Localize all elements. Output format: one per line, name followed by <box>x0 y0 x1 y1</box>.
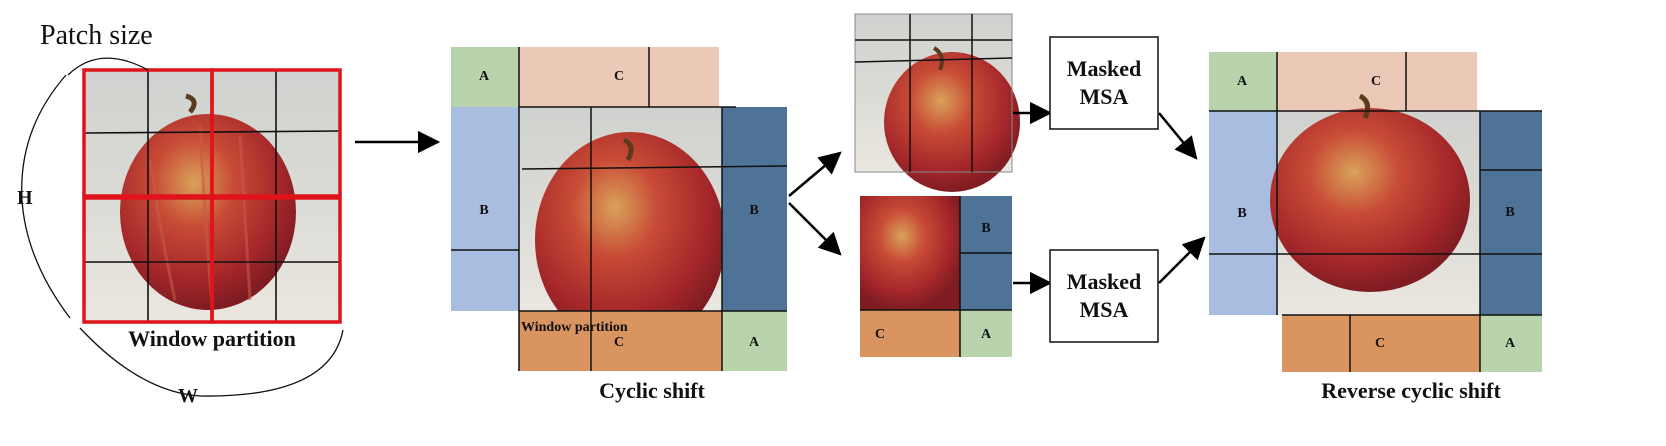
window-bottom-right <box>210 196 342 324</box>
rev-region-b-right <box>1480 111 1542 315</box>
rev-label-a-top: A <box>1237 74 1248 89</box>
patch-size-label: Patch size <box>40 20 153 51</box>
region-c-top <box>519 47 719 107</box>
region-a-label-top: A <box>479 69 490 84</box>
rev-label-b-left: B <box>1237 206 1246 221</box>
reverse-cyclic-shift-caption: Reverse cyclic shift <box>1321 378 1501 403</box>
rev-label-c-top: C <box>1371 74 1381 89</box>
window-partition-caption: Window partition <box>128 326 296 351</box>
msa-box-bottom: Masked MSA <box>1049 249 1159 343</box>
arrow-msa-top-to-reverse <box>1158 112 1198 160</box>
msa-bottom-line1: Masked <box>1067 269 1142 294</box>
panel-cyclic-shift: A C B B C A Window partition Cyclic shif… <box>451 47 788 403</box>
rev-region-c-top <box>1277 52 1477 111</box>
arrow-msa-bottom-to-reverse <box>1158 236 1206 284</box>
region-b-left <box>451 107 519 311</box>
msa-bottom-line2: MSA <box>1080 297 1129 322</box>
window-region-c <box>860 310 960 357</box>
patch-size-brace <box>67 57 149 76</box>
rev-grid-lines <box>1209 52 1542 372</box>
region-a-bottom <box>722 311 787 371</box>
rev-label-b-right: B <box>1505 205 1514 220</box>
rev-region-c-bottom <box>1282 315 1480 372</box>
region-b-right <box>722 107 787 311</box>
width-brace <box>79 327 344 397</box>
rev-region-b-left <box>1209 111 1277 315</box>
shift-grid-lines <box>451 47 788 371</box>
rev-region-a-bottom <box>1480 315 1542 372</box>
region-b-label-left: B <box>479 203 488 218</box>
window-bottom: B C A <box>860 196 1012 357</box>
rev-label-c-bottom: C <box>1375 336 1385 351</box>
arrow-shift-to-window-top <box>788 151 842 197</box>
rev-label-a-bottom: A <box>1505 336 1516 351</box>
panel-window-partition: Patch size H W Window partition <box>17 20 344 407</box>
cyclic-shift-caption: Cyclic shift <box>599 378 705 403</box>
region-c-label-bottom: C <box>614 335 624 350</box>
panel-reverse-cyclic-shift: A C B B C A Reverse cyclic shift <box>1209 52 1542 403</box>
arrow-shift-to-window-bottom <box>788 202 842 256</box>
window-region-a <box>960 310 1012 357</box>
region-c-bottom <box>519 311 722 371</box>
window-top <box>854 13 1020 192</box>
shifted-apple <box>535 132 725 348</box>
window-label-a: A <box>981 327 992 342</box>
rev-region-a-top <box>1209 52 1277 111</box>
region-a-top <box>451 47 519 107</box>
region-a-label-bottom: A <box>749 335 760 350</box>
width-label: W <box>178 385 198 407</box>
msa-box-top: Masked MSA <box>1049 36 1159 130</box>
apple-photo <box>120 93 296 310</box>
window-label-c: C <box>875 327 885 342</box>
msa-top-line2: MSA <box>1080 84 1129 109</box>
region-c-label-top: C <box>614 69 624 84</box>
height-brace <box>21 74 71 319</box>
window-label-b: B <box>981 221 990 236</box>
region-b-label-right: B <box>749 203 758 218</box>
height-label: H <box>17 187 33 209</box>
rev-apple <box>1270 108 1470 292</box>
msa-top-line1: Masked <box>1067 56 1142 81</box>
window-partition-small-label: Window partition <box>521 320 628 335</box>
window-top-right <box>210 68 342 198</box>
